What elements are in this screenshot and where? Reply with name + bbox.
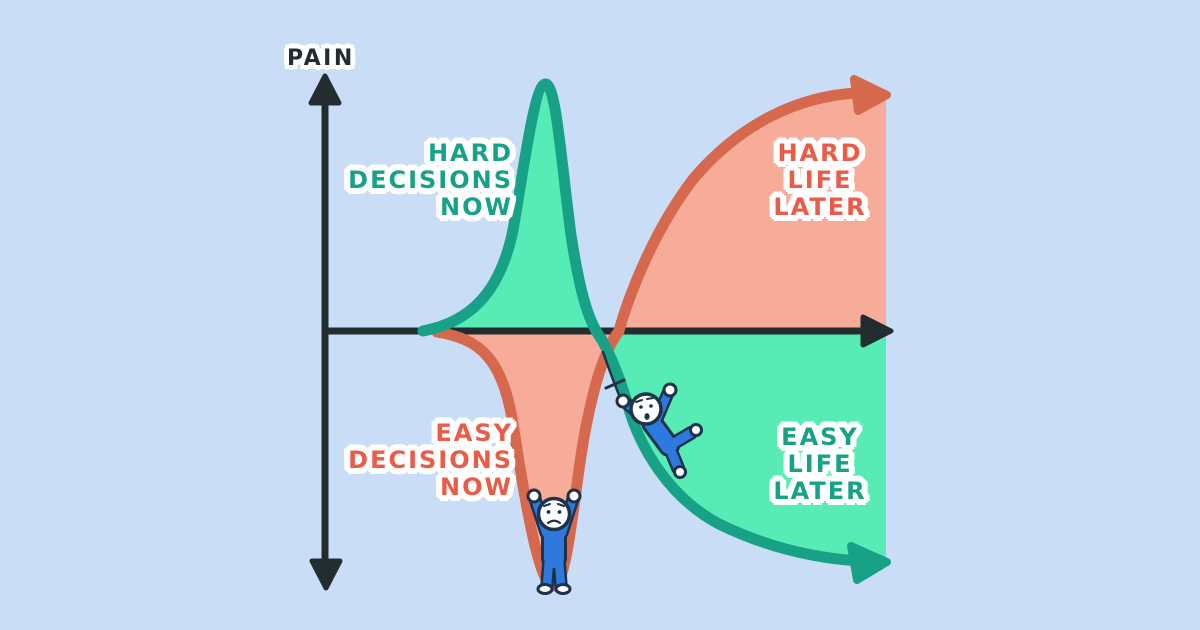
label-line: EASY — [435, 419, 513, 447]
pit-person-figure — [526, 488, 582, 595]
label-line: LIFE — [787, 450, 853, 478]
grip-tick — [604, 378, 626, 390]
label-line: NOW — [440, 473, 513, 501]
climbing-person-foot — [673, 465, 687, 479]
green-arrowhead-icon — [847, 542, 891, 584]
label-line: LATER — [773, 193, 867, 221]
y-axis-arrow-up-icon — [308, 73, 342, 106]
climbing-person-hand — [662, 382, 678, 398]
pit-person-hand — [566, 488, 582, 504]
pit-person-face — [543, 503, 565, 525]
climbing-person-hand — [615, 393, 631, 409]
label-line: LATER — [773, 477, 867, 505]
climbing-person-figure — [615, 382, 703, 479]
y-axis-label: PAIN — [287, 46, 355, 71]
hard-decisions-now-label: HARD DECISIONS NOW — [348, 140, 513, 221]
pit-person-foot — [554, 583, 572, 595]
climbing-person-foot — [689, 423, 703, 437]
label-line: LIFE — [787, 166, 853, 194]
label-line: HARD — [777, 139, 863, 167]
easy-life-later-label: EASY LIFE LATER — [712, 424, 928, 505]
easy-life-later-fill — [608, 332, 886, 560]
label-line: EASY — [781, 423, 859, 451]
hard-decisions-curve — [417, 78, 866, 567]
pit-person-head — [536, 496, 572, 532]
easy-decisions-now-label: EASY DECISIONS NOW — [348, 420, 513, 501]
pit-person-hand — [526, 488, 542, 504]
red-arrowhead-icon — [850, 75, 891, 115]
label-line: HARD — [427, 139, 513, 167]
x-axis-arrow-right-icon — [860, 314, 894, 348]
easy-decisions-now-fill — [437, 331, 619, 586]
climbing-person-face — [635, 397, 654, 420]
label-line: DECISIONS — [348, 446, 513, 474]
label-line: DECISIONS — [348, 166, 513, 194]
easy-decisions-curve — [431, 87, 863, 592]
y-axis-arrow-down-icon — [309, 558, 343, 591]
pit-person-foot — [536, 583, 554, 595]
label-line: NOW — [440, 193, 513, 221]
hard-life-later-label: HARD LIFE LATER — [712, 140, 928, 221]
hard-life-later-fill — [618, 92, 886, 332]
